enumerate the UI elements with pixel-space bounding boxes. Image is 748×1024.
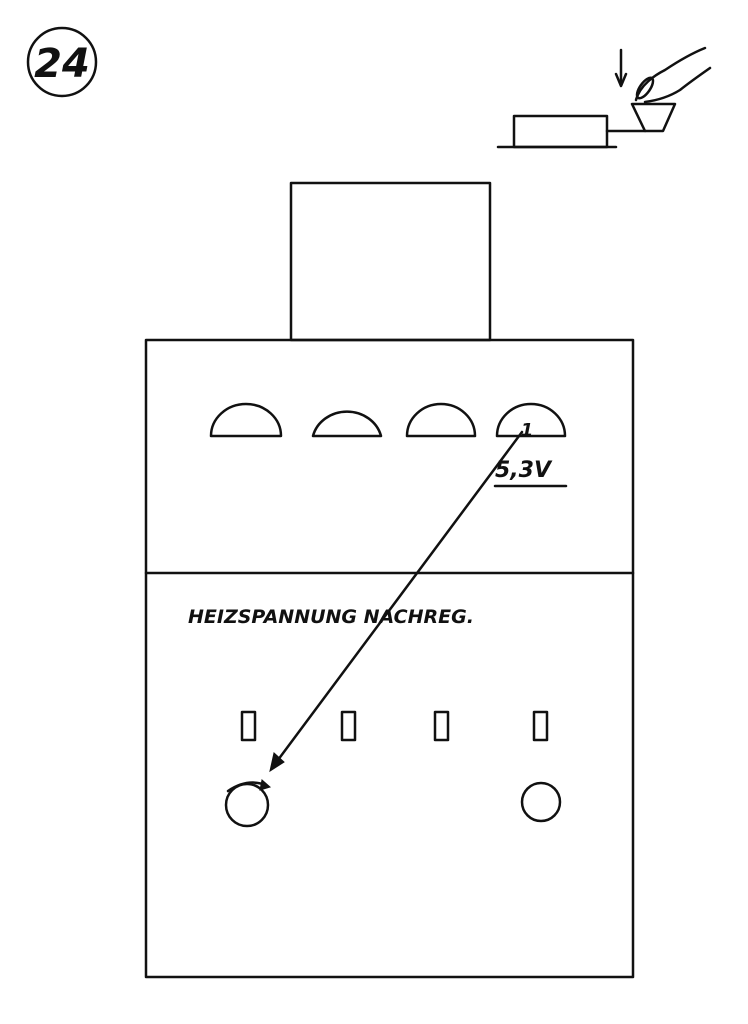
right-knob[interactable] <box>520 781 562 823</box>
meter-4-highlighted: 1 <box>495 402 567 441</box>
device-cabinet <box>144 338 635 979</box>
heater-voltage-knob[interactable] <box>224 782 270 828</box>
meter-3 <box>405 402 477 438</box>
svg-text:24: 24 <box>34 41 90 87</box>
meter-reading: 5,3V <box>495 458 553 483</box>
step-number-badge: 24 <box>26 26 98 98</box>
indicator-lamp-1 <box>240 710 257 742</box>
meter-2 <box>311 410 383 438</box>
indicator-lamp-3 <box>433 710 450 742</box>
meter-1 <box>209 402 283 438</box>
indicator-lamp-2 <box>340 710 357 742</box>
svg-text:1: 1 <box>521 420 534 441</box>
down-arrow-icon <box>614 48 628 88</box>
device-top-unit <box>289 181 492 342</box>
panel-label: HEIZSPANNUNG NACHREG. <box>188 606 474 628</box>
finger-press-button-icon <box>496 46 712 149</box>
indicator-lamp-4 <box>532 710 549 742</box>
pointer-arrow <box>269 430 524 773</box>
